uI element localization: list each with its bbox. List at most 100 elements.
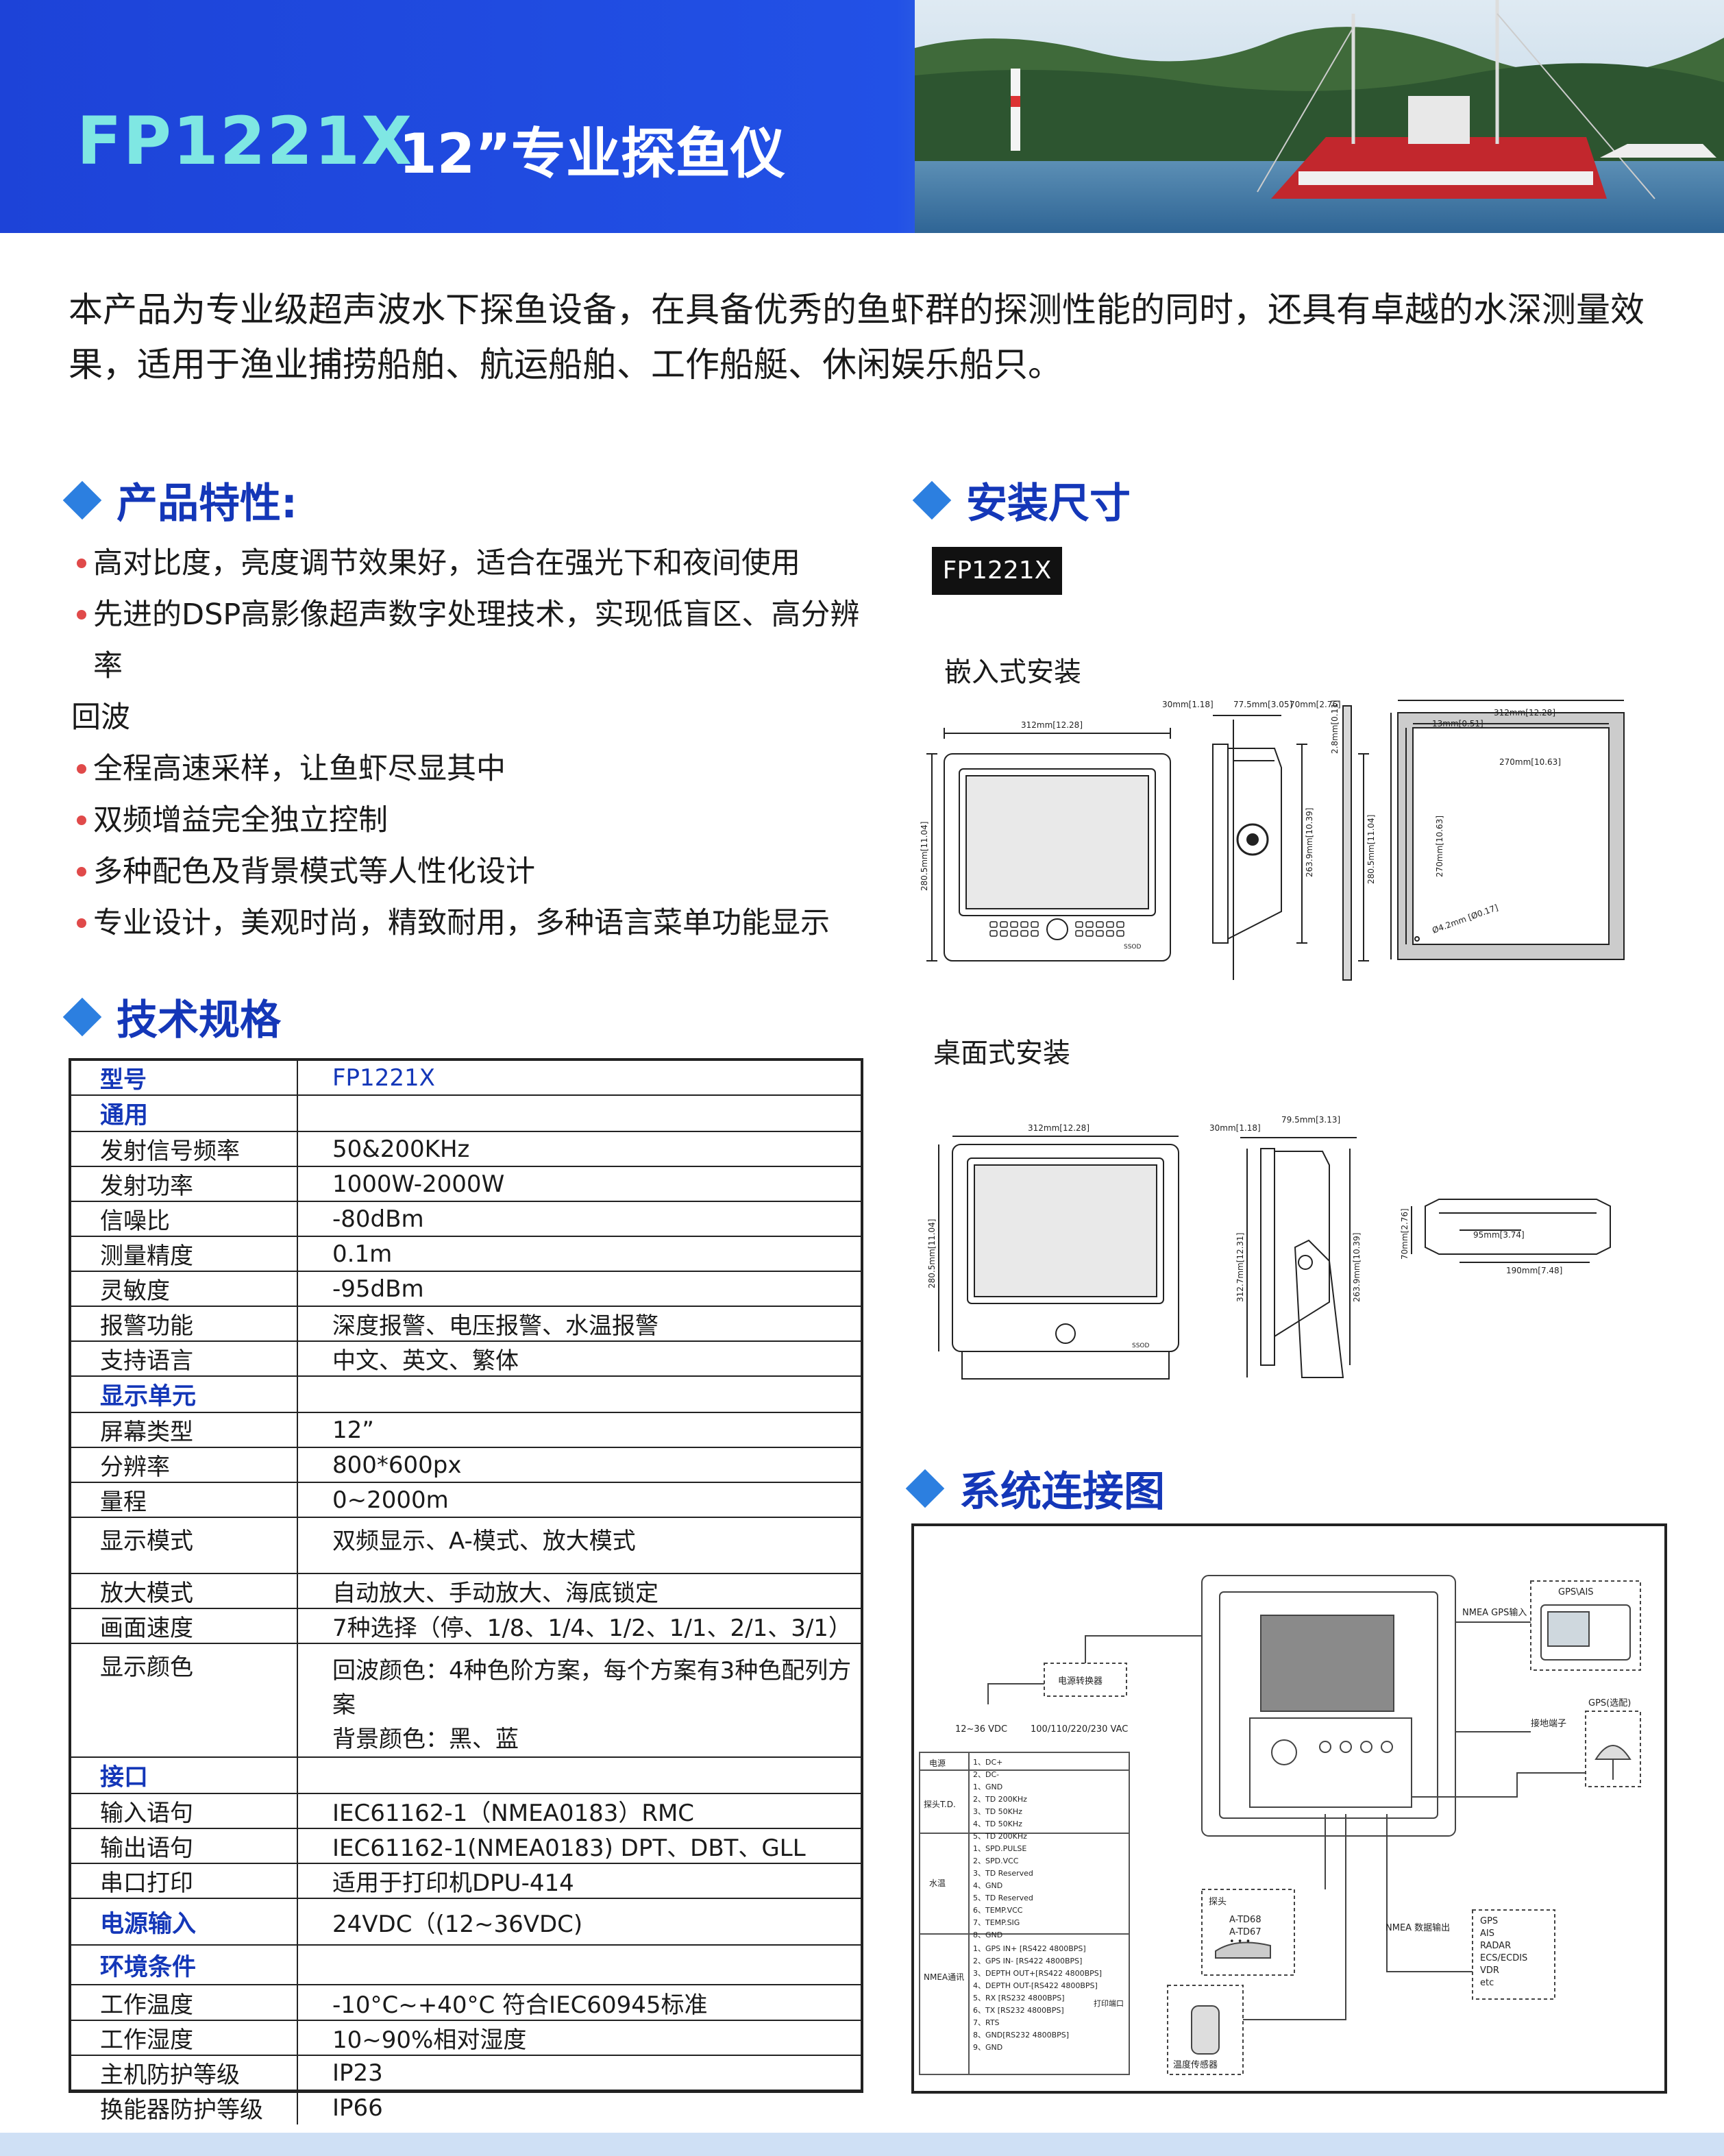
background-color-text: 背景颜色：黑、蓝 — [332, 1726, 519, 1753]
model-tag: FP1221X — [932, 547, 1062, 595]
dim-margin: 13mm[0.51] — [1432, 719, 1483, 728]
pin-label: 2、DC- — [973, 1770, 999, 1779]
bullet-dot-icon — [77, 867, 86, 877]
feature-text: 多种配色及背景模式等人性化设计 — [93, 855, 535, 889]
table-row: 通用 — [71, 1094, 861, 1131]
output-device-label: VDR — [1480, 1965, 1499, 1976]
fishing-boat-photo — [915, 0, 1724, 233]
install-heading-text: 安装尺寸 — [966, 480, 1131, 528]
diamond-icon — [912, 480, 952, 519]
pin-label: 8、GND — [973, 1931, 1002, 1939]
diamond-icon — [62, 480, 102, 519]
probe-more-label: • • • — [1229, 1937, 1251, 1947]
table-row: 支持语言中文、英文、繁体 — [71, 1340, 861, 1376]
table-row: 工作温度-10°C~+40°C 符合IEC60945标准 — [71, 1984, 861, 2020]
output-device-label: GPS — [1480, 1916, 1498, 1926]
probe-model-label: A-TD68 — [1229, 1915, 1261, 1925]
gps-ais-label: GPS\AIS — [1558, 1587, 1594, 1597]
desk-dim-base-height: 70mm[2.76] — [1400, 1208, 1409, 1260]
model-title: FP1221X — [77, 103, 414, 180]
pin-label: 4、GND — [973, 1881, 1002, 1890]
pin-label: 7、TEMP.SIG — [973, 1918, 1020, 1927]
pin-label: 4、TD 50KHz — [973, 1820, 1022, 1828]
probe-model-label-2: A-TD67 — [1229, 1927, 1261, 1937]
feature-item: 高对比度，亮度调节效果好，适合在强光下和夜间使用 — [69, 538, 877, 589]
nmea-output-label: NMEA 数据输出 — [1386, 1922, 1450, 1933]
desk-dim-height: 280.5mm[11.04] — [927, 1219, 937, 1288]
table-row: 信噪比-80dBm — [71, 1201, 861, 1236]
pin-label: 9、GND — [973, 2043, 1002, 2052]
system-diagram-drawing: GPS\AIS NMEA GPS输入 电源转换器 12~36 VDC 100/1… — [919, 1575, 1641, 2075]
feature-text: 专业设计，美观时尚，精致耐用，多种语言菜单功能显示 — [93, 906, 830, 940]
table-row: 放大模式自动放大、手动放大、海底锁定 — [71, 1573, 861, 1608]
pin-label: 3、TD 50KHz — [973, 1807, 1022, 1816]
gps-optional-label: GPS(选配) — [1588, 1698, 1631, 1708]
pin-label: 1、DC+ — [973, 1758, 1002, 1767]
diamond-icon — [62, 997, 102, 1036]
bullet-dot-icon — [77, 816, 86, 825]
temp-sensor-label: 温度传感器 — [1173, 2059, 1218, 2070]
desk-dim-190: 190mm[7.48] — [1506, 1266, 1562, 1275]
pin-label: 1、SPD.PULSE — [973, 1844, 1026, 1853]
feature-text: 高对比度，亮度调节效果好，适合在强光下和夜间使用 — [93, 546, 800, 580]
dim-body-height: 263.9mm[10.39] — [1305, 808, 1314, 877]
intro-paragraph: 本产品为专业级超声波水下探鱼设备，在具备优秀的鱼虾群的探测性能的同时，还具有卓越… — [69, 290, 1645, 384]
pin-label: 2、GPS IN- [RS422 4800BPS] — [973, 1957, 1082, 1965]
pin-label: 2、TD 200KHz — [973, 1795, 1027, 1804]
desk-dim-95: 95mm[3.74] — [1473, 1230, 1525, 1240]
feature-text: 全程高速采样，让鱼虾尽显其中 — [93, 752, 506, 786]
features-heading-text: 产品特性: — [116, 480, 297, 528]
table-row: 显示单元 — [71, 1375, 861, 1412]
bullet-dot-icon — [77, 918, 86, 928]
pin-label: 3、DEPTH OUT+[RS422 4800BPS] — [973, 1969, 1102, 1978]
ground-terminal-label: 接地端子 — [1531, 1718, 1566, 1729]
flush-mount-drawing: 312mm[12.28] 280.5mm[11.04] 30mm[1.18] 7… — [920, 700, 1625, 981]
feature-item: 专业设计，美观时尚，精致耐用，多种语言菜单功能显示 — [69, 898, 877, 949]
system-diagram: GPS\AIS NMEA GPS输入 电源转换器 12~36 VDC 100/1… — [911, 1523, 1667, 2094]
output-device-label: RADAR — [1480, 1941, 1511, 1951]
install-heading: 安装尺寸 — [912, 470, 1131, 530]
feature-text: 先进的DSP高影像超声数字处理技术，实现低盲区、高分辨率 — [93, 598, 860, 683]
pin-label: 6、TX [RS232 4800BPS] — [973, 2006, 1064, 2015]
output-device-label: etc — [1480, 1978, 1494, 1988]
feature-item-continuation: 回波 — [71, 700, 130, 735]
dim-cutout-outer-height: 280.5mm[11.04] — [1366, 815, 1376, 884]
pin-label: 4、DEPTH OUT-[RS422 4800BPS] — [973, 1981, 1098, 1990]
nmea-gps-input-label: NMEA GPS输入 — [1462, 1607, 1527, 1618]
bullet-dot-icon — [77, 764, 86, 774]
probe-label: 探头 — [1209, 1897, 1227, 1907]
desk-dim-bezel: 30mm[1.18] — [1209, 1123, 1261, 1133]
spec-heading-text: 技术规格 — [116, 996, 281, 1044]
feature-item: 全程高速采样，让鱼虾尽显其中 — [69, 744, 877, 795]
product-title: 12”专业探鱼仪 — [399, 122, 785, 186]
output-device-label: AIS — [1480, 1928, 1494, 1939]
table-row: 接口 — [71, 1756, 861, 1793]
pin-label: 1、GPS IN+ [RS422 4800BPS] — [973, 1944, 1086, 1953]
table-row: 灵敏度-95dBm — [71, 1271, 861, 1306]
dim-height: 280.5mm[11.04] — [920, 822, 929, 891]
desk-dim-total-height: 312.7mm[12.31] — [1235, 1233, 1245, 1302]
flush-mount-label: 嵌入式安装 — [944, 657, 1081, 688]
pin-label: 2、SPD.VCC — [973, 1857, 1019, 1865]
system-heading-text: 系统连接图 — [959, 1468, 1165, 1516]
table-row: 串口打印适用于打印机DPU-414 — [71, 1863, 861, 1898]
pin-label: 1、GND — [973, 1783, 1002, 1791]
pin-group-name: 探头T.D. — [924, 1800, 956, 1809]
diamond-icon — [905, 1469, 945, 1508]
system-heading: 系统连接图 — [905, 1458, 1165, 1518]
dim-width: 312mm[12.28] — [1021, 720, 1083, 730]
dim-body-depth: 77.5mm[3.05] — [1233, 700, 1292, 709]
feature-text: 双频增益完全独立控制 — [93, 803, 388, 837]
pin-label: 5、RX [RS232 4800BPS] — [973, 1994, 1065, 2002]
table-row: 报警功能深度报警、电压报警、水温报警 — [71, 1306, 861, 1341]
dim-rear-depth: 70mm[2.76] — [1290, 700, 1341, 709]
